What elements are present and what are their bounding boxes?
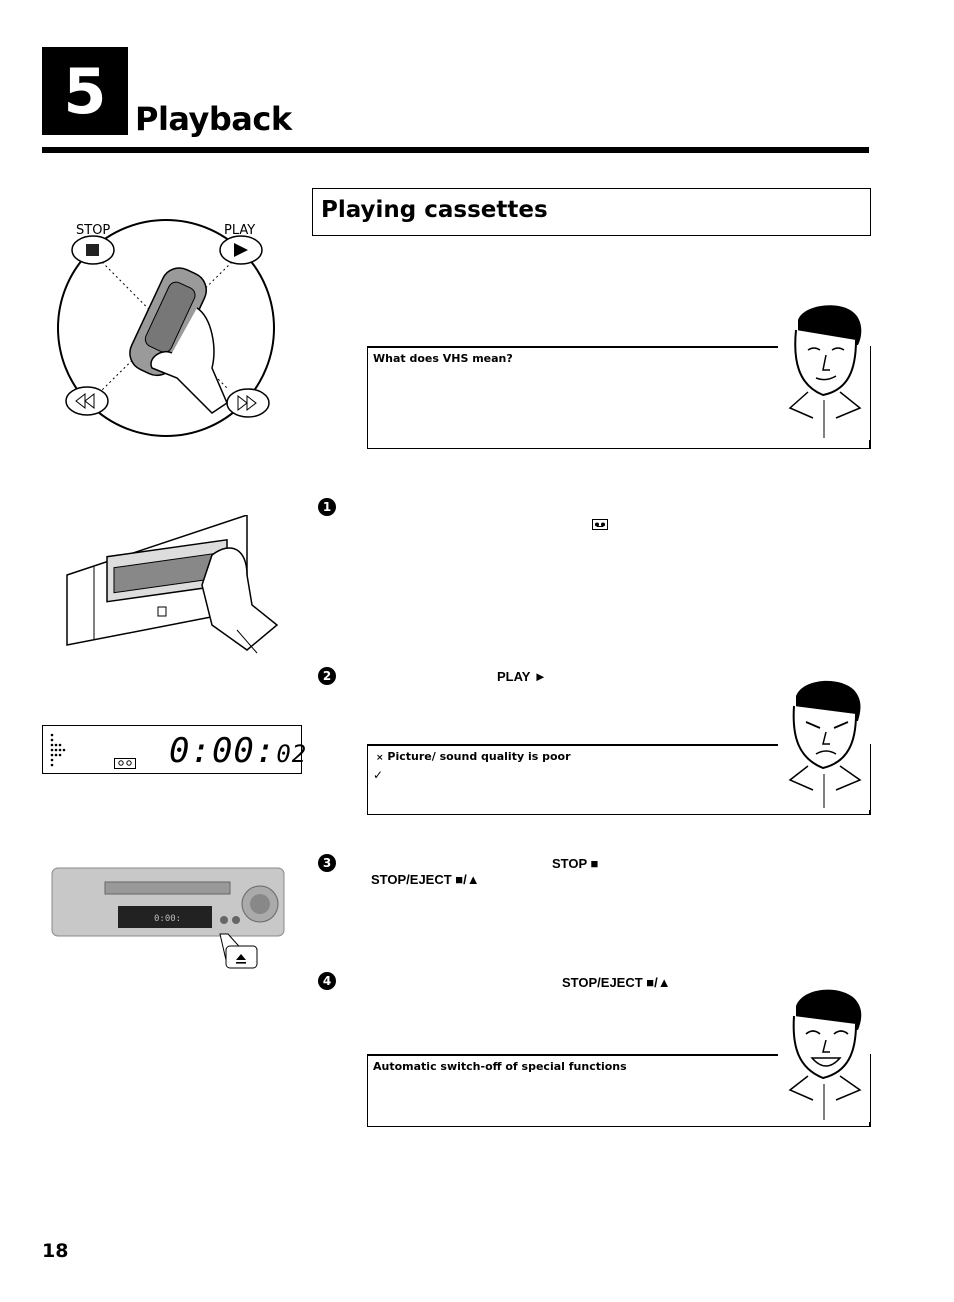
cartoon-face-frown-icon [778, 676, 870, 810]
cartoon-face-smile-icon [778, 984, 870, 1122]
section-heading-box: Playing cassettes [312, 188, 871, 236]
chapter-title: Playback [135, 100, 292, 138]
vcr-front-illustration: 0:00: [51, 867, 285, 969]
step-2-number: 2 [318, 667, 336, 685]
display-counter-seconds: 02 [276, 740, 308, 768]
note-quality-title: × Picture/ sound quality is poor [376, 750, 571, 763]
stop-label: STOP [76, 223, 110, 238]
display-counter: 0:00:02 [169, 731, 307, 771]
step-4-number: 4 [318, 972, 336, 990]
chapter-rule [42, 147, 869, 153]
note-quality-check: ✓ [373, 768, 384, 782]
chapter-number: 5 [42, 47, 128, 135]
step-1-number: 1 [318, 498, 336, 516]
step-3-number: 3 [318, 854, 336, 872]
note-quality: × Picture/ sound quality is poor ✓ [367, 744, 871, 815]
note-auto-switch-off-title: Automatic switch-off of special function… [373, 1060, 627, 1073]
vcr-display-panel: 0:00:02 [42, 725, 306, 774]
stop-key: STOP ■ [552, 856, 599, 871]
play-label: PLAY [224, 223, 255, 238]
note-auto-switch-off: Automatic switch-off of special function… [367, 1054, 871, 1127]
cassette-insert-illustration [66, 515, 279, 654]
stop-eject-key-step4: STOP/EJECT ■/▲ [562, 975, 671, 990]
note-vhs-title: What does VHS mean? [373, 352, 513, 365]
dot-matrix-arrow-icon [50, 733, 66, 767]
vcr-front-display-text: 0:00: [154, 914, 181, 924]
cassette-indicator-icon [114, 758, 136, 769]
stop-eject-key: STOP/EJECT ■/▲ [371, 872, 480, 887]
play-key: PLAY ► [497, 669, 547, 684]
section-title: Playing cassettes [321, 197, 548, 223]
remote-control-illustration: STOP PLAY [57, 219, 275, 437]
display-counter-main: 0:00: [169, 731, 277, 771]
cassette-icon [592, 519, 608, 530]
cartoon-face-icon [778, 300, 870, 440]
page-number: 18 [42, 1240, 69, 1262]
note-vhs: What does VHS mean? [367, 346, 871, 449]
